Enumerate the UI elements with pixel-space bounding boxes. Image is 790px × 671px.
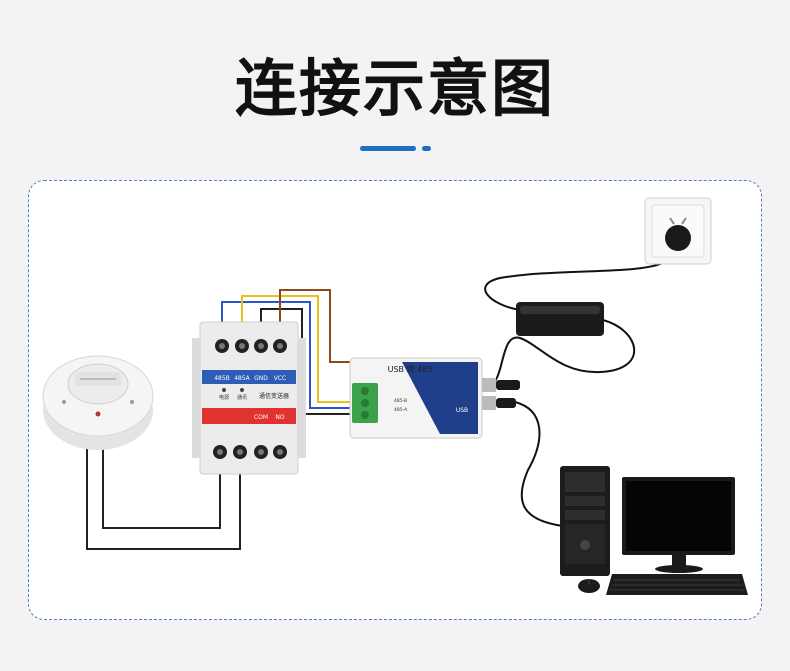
computer-tower-icon	[560, 466, 610, 576]
monitor-icon	[622, 477, 735, 573]
page-title: 连接示意图	[234, 52, 555, 125]
converter-name: USB 转 485	[388, 364, 433, 374]
wire-detector-no	[86, 445, 241, 550]
terminal-label-vcc: VCC	[274, 375, 286, 382]
indicator-comm-label: 通讯	[237, 394, 247, 401]
wire-485b-blue	[221, 301, 352, 409]
relay-module: 485B 485A GND VCC 电源 通讯 通信变送器 COM NO	[192, 321, 306, 475]
usb-485-converter: USB 转 485 485-B 485-A USB	[349, 357, 520, 439]
title-underline-dot	[422, 146, 431, 151]
relay-name: 通信变送器	[259, 392, 289, 400]
terminal-label-485b: 485B	[214, 375, 230, 382]
power-adapter-icon	[516, 302, 604, 336]
relay-bottom-terminals	[213, 445, 287, 459]
relay-label-com: COM	[254, 414, 268, 421]
keyboard-icon	[606, 574, 748, 595]
wire-socket-adapter	[484, 261, 666, 311]
mouse-icon	[578, 579, 600, 593]
converter-usb-label: USB	[456, 407, 468, 414]
wire-vcc-brown	[279, 289, 352, 363]
converter-pin-b: 485-B	[394, 398, 407, 404]
terminal-label-gnd: GND	[254, 375, 268, 382]
wire-485a-yellow	[241, 295, 352, 403]
smoke-detector-icon	[42, 355, 154, 450]
wires	[86, 261, 666, 550]
terminal-label-485a: 485A	[234, 375, 250, 382]
relay-label-no: NO	[275, 414, 284, 421]
wire-detector-com	[102, 445, 221, 529]
wire-adapter-converter	[489, 319, 636, 386]
relay-top-terminals	[215, 339, 287, 353]
title-underline-long	[360, 146, 416, 151]
indicator-power-label: 电源	[219, 394, 229, 401]
wire-gnd-black	[260, 308, 352, 415]
power-socket-icon	[644, 197, 712, 265]
converter-pin-a: 485-A	[394, 407, 408, 413]
wire-usb-computer	[514, 401, 564, 527]
